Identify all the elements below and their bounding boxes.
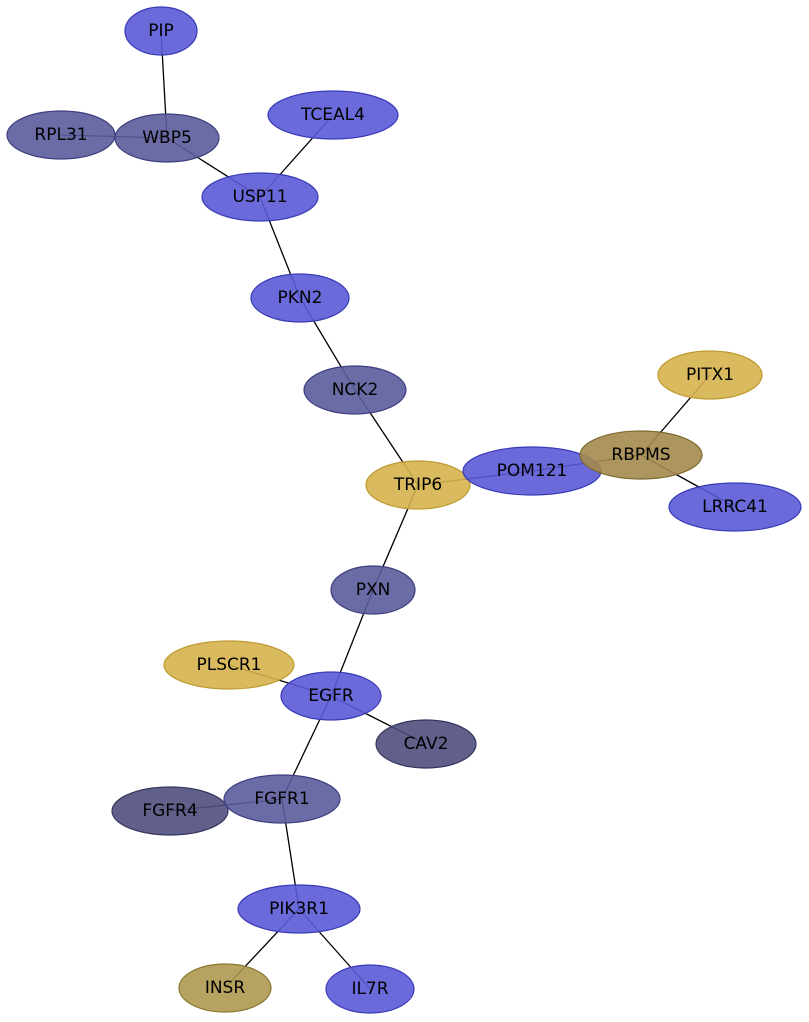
node-pxn: PXN	[330, 565, 416, 615]
node-label-pom121: POM121	[497, 461, 568, 481]
node-shape-pitx1	[657, 350, 763, 400]
node-label-usp11: USP11	[232, 187, 287, 207]
node-shape-tceal4	[267, 90, 399, 140]
node-shape-egfr	[280, 671, 382, 721]
node-label-trip6: TRIP6	[393, 475, 442, 495]
node-label-fgfr4: FGFR4	[142, 801, 197, 821]
node-usp11: USP11	[201, 172, 319, 222]
node-label-pkn2: PKN2	[278, 288, 323, 308]
node-tceal4: TCEAL4	[267, 90, 399, 140]
node-pkn2: PKN2	[250, 273, 350, 323]
node-shape-fgfr4	[111, 786, 229, 836]
node-label-rpl31: RPL31	[34, 125, 87, 145]
node-shape-nck2	[303, 365, 407, 415]
node-label-pxn: PXN	[356, 580, 391, 600]
node-wbp5: WBP5	[114, 113, 220, 163]
node-label-fgfr1: FGFR1	[254, 789, 309, 809]
node-shape-il7r	[325, 964, 415, 1014]
node-pom121: POM121	[462, 446, 602, 496]
node-shape-fgfr1	[223, 774, 341, 824]
node-lrrc41: LRRC41	[668, 482, 802, 532]
node-label-nck2: NCK2	[332, 380, 379, 400]
node-label-pip: PIP	[148, 21, 174, 41]
node-label-rbpms: RBPMS	[611, 445, 670, 465]
edges-layer	[60, 30, 736, 990]
node-label-il7r: IL7R	[351, 979, 388, 999]
node-shape-pxn	[330, 565, 416, 615]
node-shape-rbpms	[579, 430, 703, 480]
node-label-egfr: EGFR	[308, 686, 354, 706]
node-shape-pkn2	[250, 273, 350, 323]
node-label-cav2: CAV2	[404, 734, 449, 754]
node-shape-pip	[124, 6, 198, 56]
node-shape-pik3r1	[237, 884, 361, 934]
node-cav2: CAV2	[375, 719, 477, 769]
node-pitx1: PITX1	[657, 350, 763, 400]
node-fgfr4: FGFR4	[111, 786, 229, 836]
node-label-pik3r1: PIK3R1	[269, 899, 329, 919]
node-fgfr1: FGFR1	[223, 774, 341, 824]
node-shape-insr	[178, 963, 272, 1013]
node-label-pitx1: PITX1	[686, 365, 734, 385]
node-label-lrrc41: LRRC41	[702, 497, 768, 517]
node-nck2: NCK2	[303, 365, 407, 415]
node-pip: PIP	[124, 6, 198, 56]
node-shape-usp11	[201, 172, 319, 222]
node-rpl31: RPL31	[6, 110, 116, 160]
node-rbpms: RBPMS	[579, 430, 703, 480]
node-egfr: EGFR	[280, 671, 382, 721]
node-pik3r1: PIK3R1	[237, 884, 361, 934]
node-shape-cav2	[375, 719, 477, 769]
node-plscr1: PLSCR1	[163, 640, 295, 690]
node-shape-lrrc41	[668, 482, 802, 532]
node-label-plscr1: PLSCR1	[196, 655, 261, 675]
node-il7r: IL7R	[325, 964, 415, 1014]
node-label-tceal4: TCEAL4	[300, 105, 365, 125]
node-insr: INSR	[178, 963, 272, 1013]
node-label-insr: INSR	[205, 978, 246, 998]
node-shape-plscr1	[163, 640, 295, 690]
node-label-wbp5: WBP5	[142, 128, 192, 148]
node-shape-trip6	[365, 460, 471, 510]
node-trip6: TRIP6	[365, 460, 471, 510]
node-shape-wbp5	[114, 113, 220, 163]
